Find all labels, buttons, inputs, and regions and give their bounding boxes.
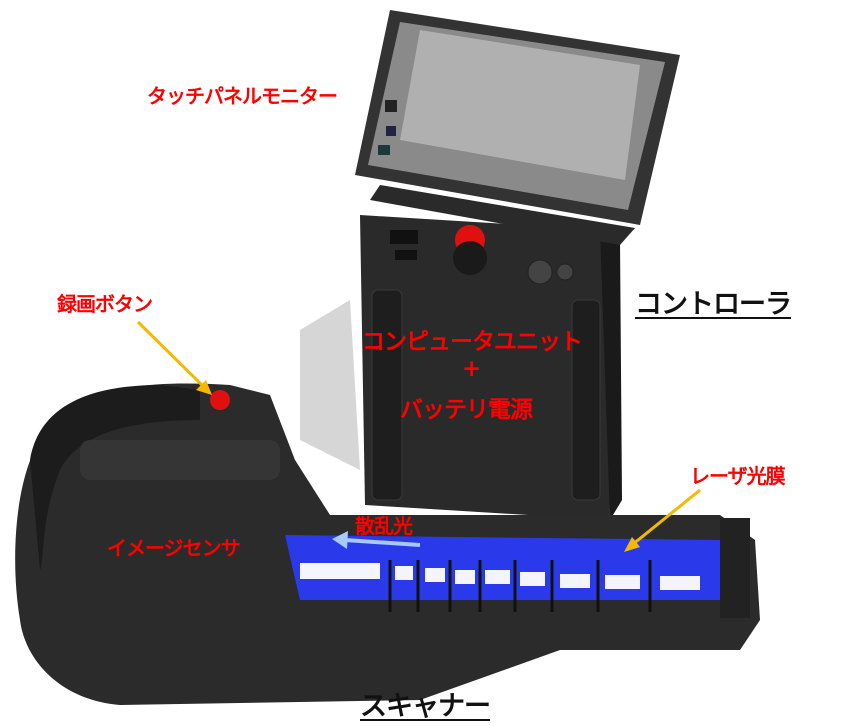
label-computer-unit: コンピュータユニット [362, 329, 583, 355]
label-battery-power: バッテリ電源 [400, 397, 533, 423]
label-image-sensor: イメージセンサ [107, 536, 241, 560]
record-button-pointer-arrow [136, 320, 212, 395]
laser-film-pointer-arrow [624, 488, 701, 552]
label-controller: コントローラ [635, 289, 792, 320]
label-scanner: スキャナー [360, 691, 491, 722]
label-plus: + [462, 356, 481, 382]
controller-shadow [300, 300, 360, 470]
scattered-light-arrow [332, 531, 421, 549]
label-record-button: 録画ボタン [57, 292, 153, 316]
label-scattered-light: 散乱光 [355, 514, 413, 538]
touch-panel-monitor [355, 10, 680, 245]
label-laser-light-film: レーザ光膜 [690, 464, 786, 488]
record-button [210, 390, 230, 410]
controller-unit [360, 215, 622, 520]
label-touch-panel-monitor: タッチパネルモニター [147, 84, 338, 108]
